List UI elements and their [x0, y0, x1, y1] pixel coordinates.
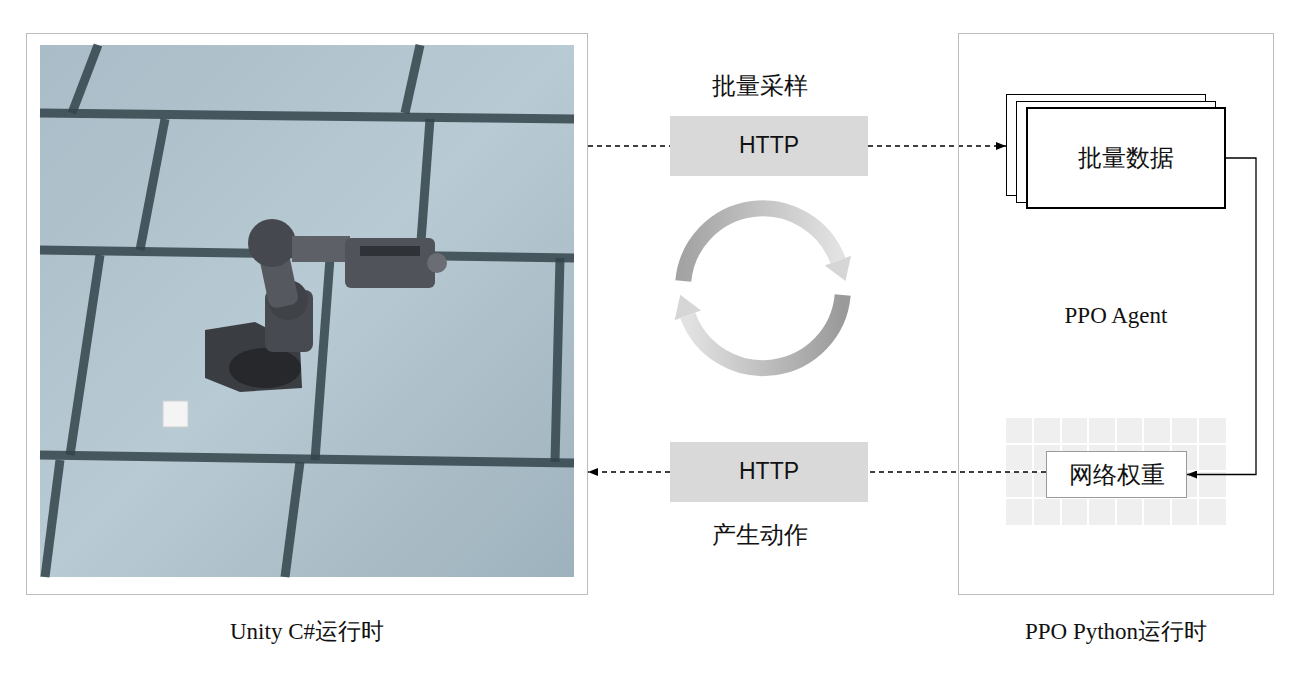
grout-line	[140, 119, 165, 250]
robot-forearm	[292, 236, 350, 262]
robot-tool-tip	[427, 253, 447, 273]
grid-line	[1006, 444, 1226, 498]
grout-line	[72, 45, 98, 113]
scene-picture	[40, 45, 574, 577]
node-text: 批量数据	[1028, 144, 1224, 173]
robot-elbow	[248, 219, 296, 267]
flow-label: 批量采样	[712, 70, 808, 102]
robot-gripper-slot	[360, 246, 420, 256]
grid-lines	[1006, 418, 1226, 525]
grid-line	[1033, 418, 1198, 525]
node-text: HTTP	[670, 132, 868, 160]
dashed-connector	[868, 145, 1006, 146]
dashed-connector	[588, 145, 670, 146]
runtime-panel: Unity C#运行时	[26, 33, 588, 595]
front-box: 批量数据	[1026, 107, 1226, 209]
caption-text: Unity C#运行时	[27, 618, 587, 646]
grout-line	[285, 462, 300, 577]
robot-arm	[205, 219, 447, 392]
cycle-arrows	[675, 208, 851, 368]
http-box: HTTP	[670, 442, 868, 502]
floor	[40, 45, 574, 577]
robot-gripper	[345, 238, 435, 288]
node-text: HTTP	[670, 458, 868, 486]
tile-grout	[40, 45, 574, 577]
http-box: HTTP	[670, 116, 868, 176]
cycle-arrowhead	[675, 295, 701, 321]
grout-line	[40, 113, 574, 119]
grout-line	[40, 455, 574, 463]
dashed-connector	[588, 471, 670, 472]
grout-line	[555, 258, 560, 462]
flow-label: 产生动作	[712, 519, 808, 551]
cycle-arc	[688, 295, 843, 368]
grout-line	[315, 258, 330, 460]
robot-turntable	[229, 348, 301, 388]
grout-line	[70, 255, 100, 455]
target-cube	[163, 401, 188, 427]
node-text: PPO Agent	[959, 302, 1273, 330]
runtime-panel: PPO AgentPPO Python运行时批量数据网络权重	[958, 33, 1274, 595]
grout-line	[405, 45, 420, 113]
node-text: 网络权重	[1047, 460, 1186, 489]
grid-ground	[1006, 418, 1226, 525]
grout-line	[45, 460, 60, 577]
cycle-arrowhead	[825, 256, 851, 281]
dashed-connector	[868, 471, 1046, 472]
grout-line	[420, 119, 430, 255]
weights-box: 网络权重	[1046, 451, 1187, 498]
weight-grid	[1006, 418, 1226, 525]
caption-text: PPO Python运行时	[959, 618, 1273, 646]
stacked-data-box: 批量数据	[1006, 94, 1226, 209]
cycle-arc	[683, 208, 838, 281]
